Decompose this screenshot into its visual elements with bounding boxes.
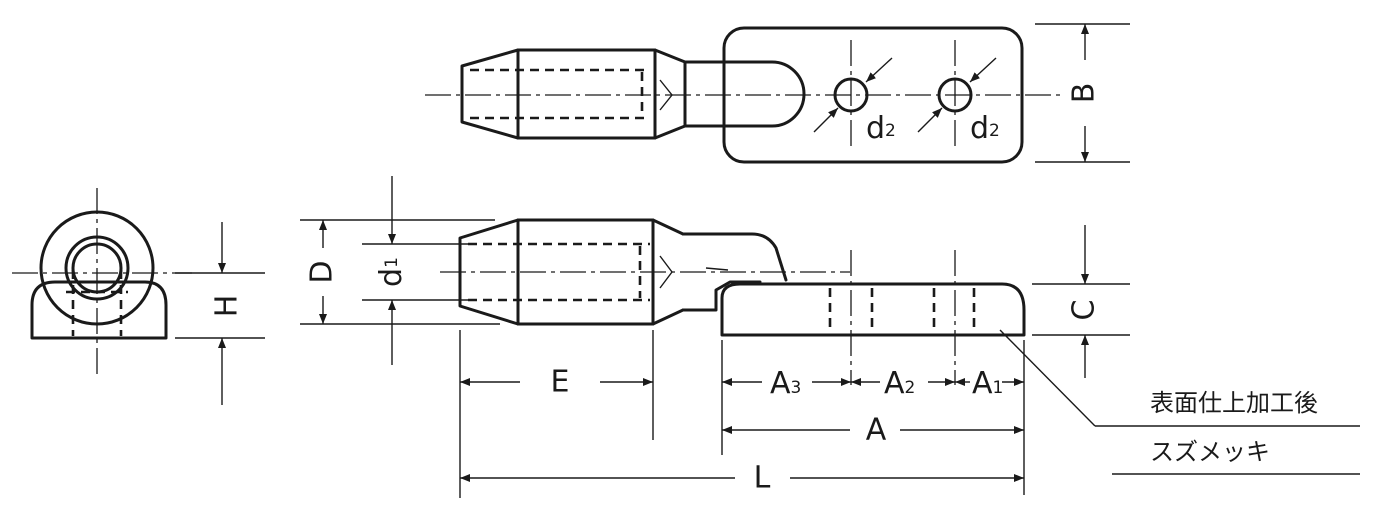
- dim-e-label: E: [551, 365, 570, 400]
- dim-a-label: A: [866, 413, 887, 448]
- d2-label-right: d2: [970, 111, 1000, 146]
- plating-note: スズメッキ: [1150, 438, 1270, 466]
- side-view: D d1 C E A3 A2 A1 A: [300, 176, 1130, 498]
- surface-finish-note: 表面仕上加工後: [1150, 389, 1318, 417]
- end-view: H: [12, 188, 265, 405]
- dim-h-label: H: [210, 295, 245, 318]
- surface-note: 表面仕上加工後 スズメッキ: [999, 329, 1360, 475]
- dim-l-label: L: [754, 461, 771, 496]
- dim-b-label: B: [1067, 83, 1102, 104]
- dim-c-label: C: [1067, 300, 1102, 321]
- top-view: d2 d2 B: [425, 23, 1130, 164]
- dim-a2-label: A2: [884, 366, 915, 401]
- dim-a1-label: A1: [972, 366, 1003, 401]
- dim-d1-label: d1: [374, 257, 409, 287]
- d2-label-left: d2: [866, 111, 896, 146]
- dim-d-label: D: [305, 260, 340, 283]
- dim-a3-label: A3: [770, 366, 801, 401]
